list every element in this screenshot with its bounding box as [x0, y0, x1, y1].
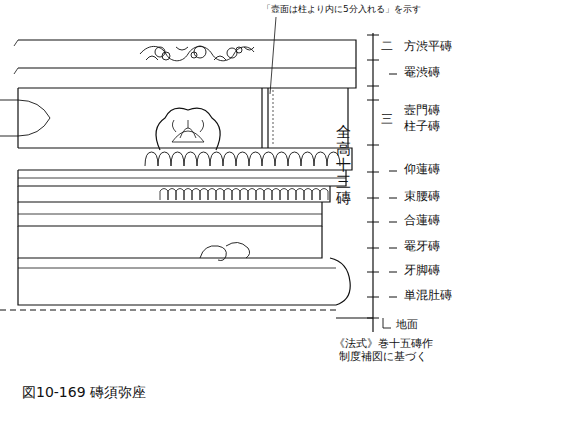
part-name: 罨牙磚: [404, 240, 440, 254]
part-name: 仰蓮磚: [404, 163, 440, 177]
ground-label: 地面: [396, 319, 418, 332]
figure-caption: 図10-169 磚須弥座: [22, 384, 146, 400]
part-name: 単混肚磚: [404, 289, 452, 303]
total-height-note: 全高十三磚: [336, 124, 351, 207]
part-name: 柱子磚: [404, 120, 440, 134]
brick-count: 三: [381, 113, 393, 127]
part-name: 牙脚磚: [404, 264, 440, 278]
part-name: 束腰磚: [404, 190, 440, 204]
note-text: 「壼面は柱より内に5分入れる」を示す: [262, 4, 421, 14]
part-name: 壼門磚: [404, 104, 440, 118]
part-name: 方渋平磚: [404, 40, 452, 54]
source-note: 《法式》巻十五磚作 制度補図に基づく: [318, 338, 448, 363]
part-name: 合蓮磚: [404, 214, 440, 228]
part-name: 罨渋磚: [404, 66, 440, 80]
brick-count: 二: [381, 40, 393, 54]
